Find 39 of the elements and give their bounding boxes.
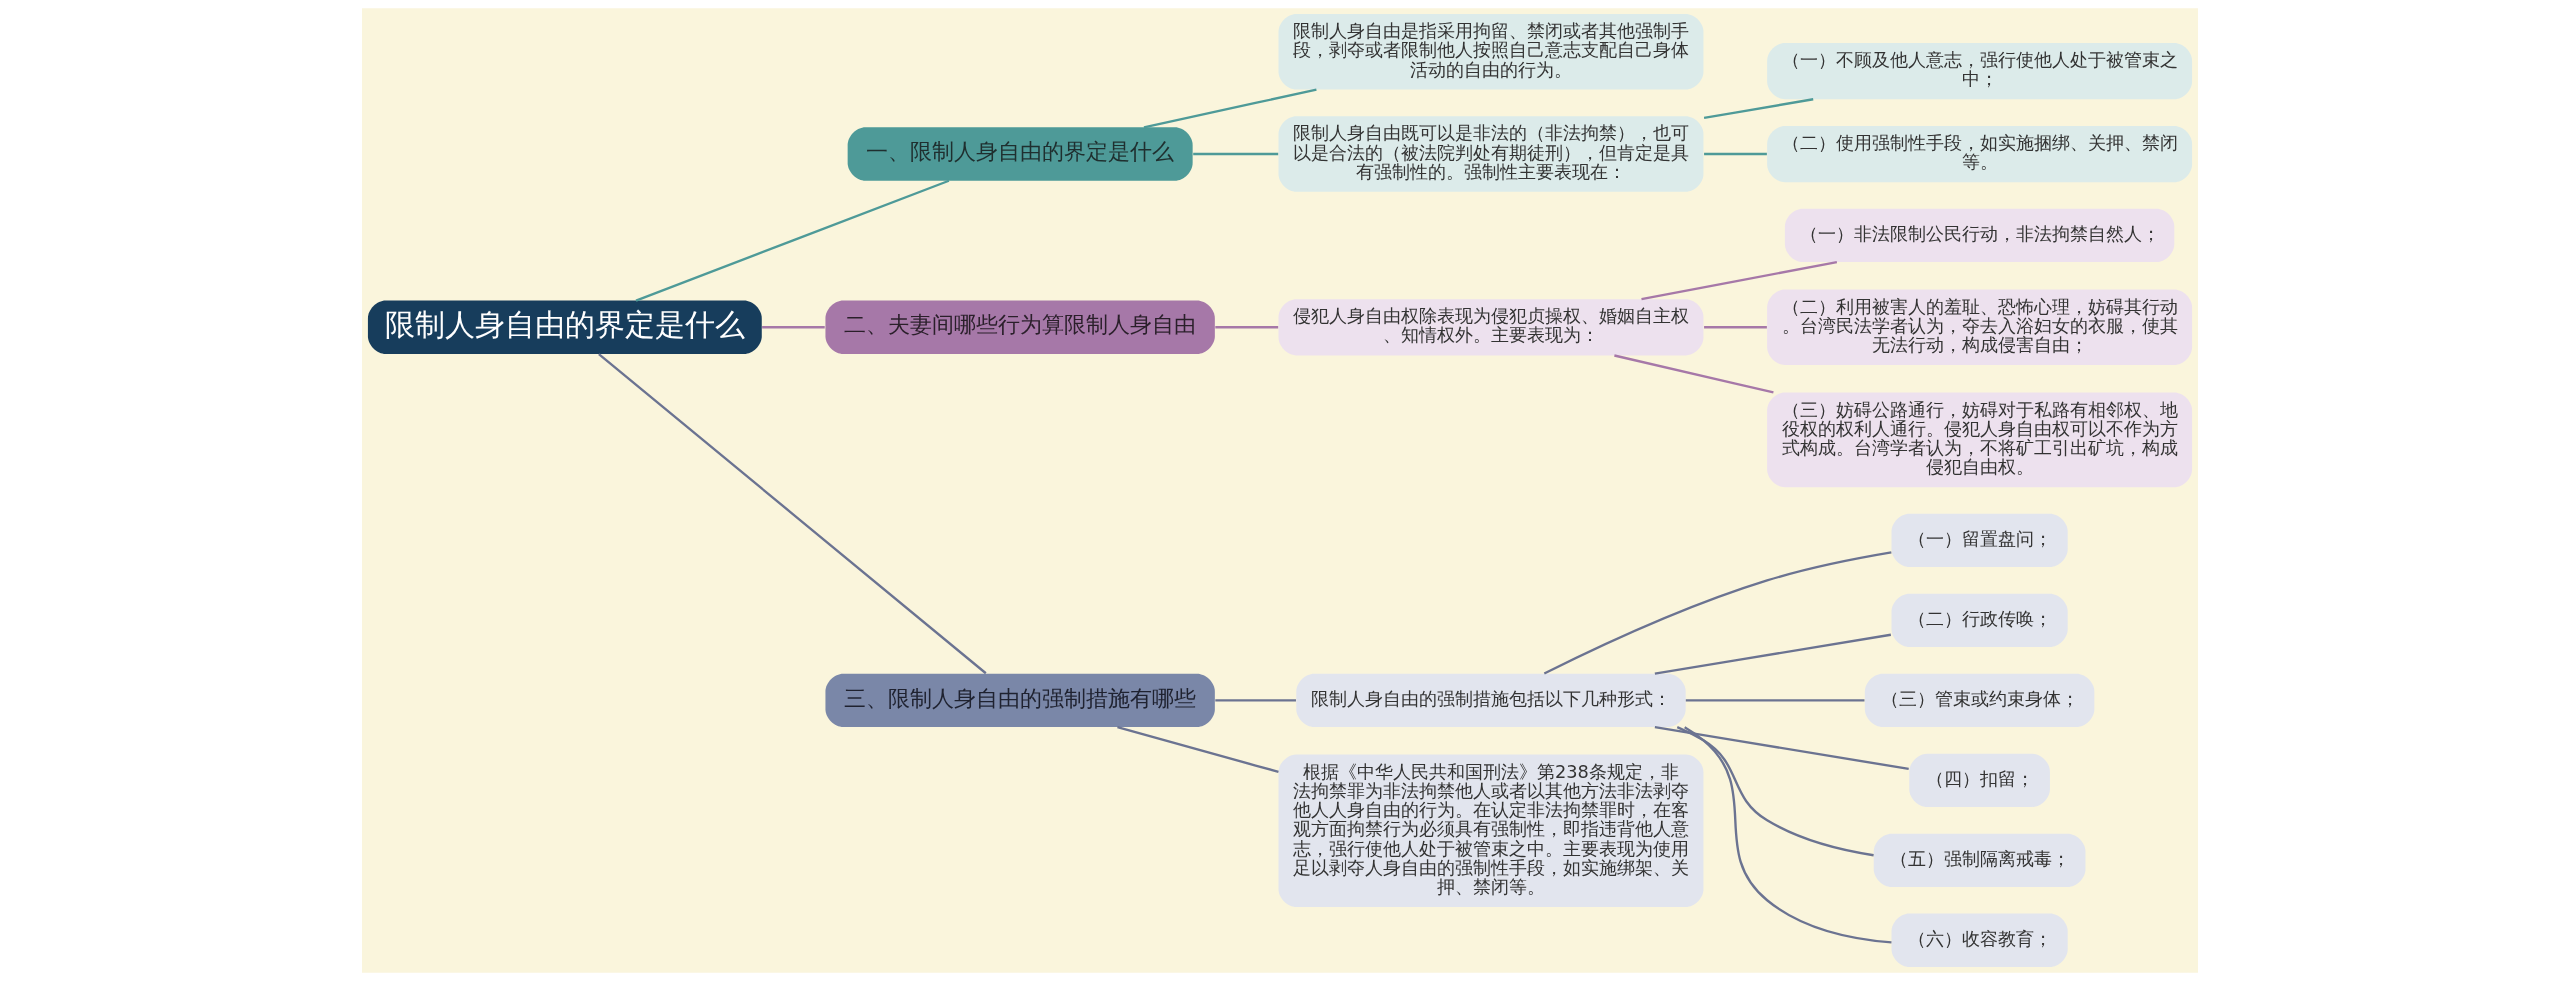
connector <box>1193 152 1279 156</box>
connector <box>1543 551 1892 675</box>
node-box: （一）不顾及他人意志，强行使他人处于被管束之中； <box>1767 42 2193 100</box>
node-box: 一、限制人身自由的界定是什么 <box>847 127 1193 181</box>
connector <box>1704 326 1767 329</box>
connector <box>1685 699 1865 702</box>
node-box: （二）使用强制性手段，如实施捆绑、关押、禁闭等。 <box>1767 125 2193 183</box>
node-box: （一）非法限制公民行动，非法拘禁自然人； <box>1784 208 2175 263</box>
node-box: 限制人身自由的界定是什么 <box>367 300 762 354</box>
connector <box>1684 726 1892 944</box>
node-box: 限制人身自由的强制措施包括以下几种形式： <box>1296 673 1686 728</box>
connector <box>1641 261 1838 301</box>
node-box: 三、限制人身自由的强制措施有哪些 <box>825 673 1215 728</box>
connector <box>1676 726 1874 857</box>
node-box: 侵犯人身自由权除表现为侵犯贞操权、婚姻自主权、知情权外。主要表现为： <box>1278 299 1704 356</box>
connector <box>1215 326 1279 329</box>
node-box: （三）管束或约束身体； <box>1864 673 2095 728</box>
node-box: 限制人身自由是指采用拘留、禁闭或者其他强制手段，剥夺或者限制他人按照自己意志支配自己身体活动的自由的行为。 <box>1278 14 1704 90</box>
connector <box>1215 699 1296 702</box>
node-box: （二）行政传唤； <box>1891 593 2068 648</box>
connector <box>598 353 987 675</box>
node-box: （四）扣留； <box>1909 753 2050 807</box>
connector <box>762 326 825 329</box>
connector <box>1704 152 1767 156</box>
connector <box>1143 88 1317 129</box>
node-box: 二、夫妻间哪些行为算限制人身自由 <box>825 300 1215 354</box>
node-box: （一）留置盘问； <box>1891 513 2068 568</box>
connector <box>1703 98 1814 120</box>
node-box: 限制人身自由既可以是非法的（非法拘禁），也可以是合法的（被法院判处有期徒刑），但肯定是具有强制性的。强制性主要表现在： <box>1278 116 1704 192</box>
connector <box>635 179 950 302</box>
connector <box>1654 725 1909 771</box>
connector <box>1654 633 1892 675</box>
node-box: （二）利用被害人的羞耻、恐怖心理，妨碍其行动。台湾民法学者认为，夺去入浴妇女的衣服，使其无法行动，构成侵害自由； <box>1767 289 2193 365</box>
node-box: （三）妨碍公路通行，妨碍对于私路有相邻权、地役权的权利人通行。侵犯人身自由权可以不作为方式构成。台湾学者认为，不将矿工引出矿坑，构成侵犯自由权。 <box>1767 392 2193 488</box>
node-box: 根据《中华人民共和国刑法》第238条规定，非法拘禁罪为非法拘禁他人或者以其他方法非法剥夺他人人身自由的行为。在认定非法拘禁罪时，在客观方面拘禁行为必须具有强制性，即指违背他人意志，强行使他人处于被管束之中。主要表现为使用足以剥夺人身自由的强制性手段，如实施绑架、关押、禁闭等。 <box>1278 754 1704 907</box>
connector <box>1117 725 1279 774</box>
node-box: （六）收容教育； <box>1891 913 2068 967</box>
connector <box>1614 354 1774 394</box>
node-box: （五）强制隔离戒毒； <box>1873 833 2086 887</box>
